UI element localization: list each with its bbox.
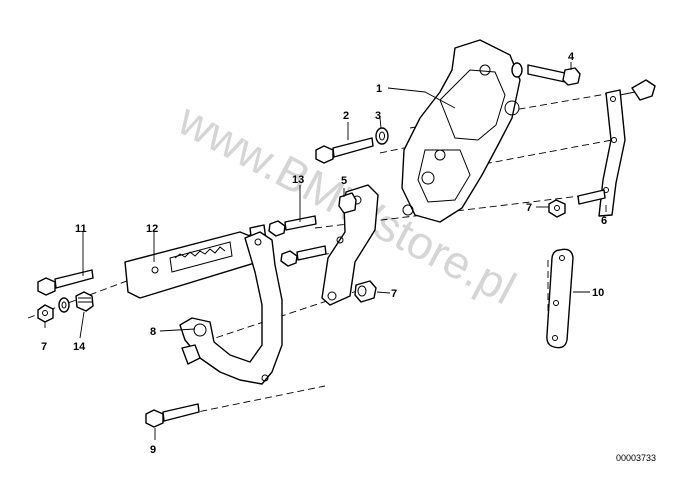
bolt-11-part [37, 269, 94, 296]
adjuster-12-part [124, 224, 267, 299]
bracket-8-part [179, 231, 283, 385]
bolt-and-nut-right-part [548, 189, 606, 218]
callout-1: 1 [376, 83, 382, 95]
bolt-2-part [315, 137, 374, 164]
washer-3-part [375, 127, 389, 145]
callout-2: 2 [343, 110, 349, 122]
nut-washer-14-left-part [37, 291, 94, 323]
reference-code: 00003733 [616, 453, 656, 463]
callout-13: 13 [292, 174, 304, 186]
bolt-9-part [145, 403, 200, 428]
callout-7-left: 7 [41, 341, 47, 353]
callout-5: 5 [341, 175, 347, 187]
strap-10-part [546, 248, 574, 349]
callout-labels: 1 2 3 4 5 6 7 7 7 8 9 10 11 12 13 14 [41, 51, 607, 456]
bolt-4-part [511, 62, 581, 86]
callout-3: 3 [375, 110, 381, 122]
callout-leaders [44, 62, 607, 440]
bolts-13-part [268, 192, 357, 267]
main-bracket-part [401, 39, 521, 223]
bracket-5-part [321, 184, 379, 306]
callout-9: 9 [150, 444, 156, 456]
callout-6: 6 [601, 215, 607, 227]
callout-7-right: 7 [526, 202, 532, 214]
strap-6-part [598, 79, 656, 217]
callout-8: 8 [150, 326, 156, 338]
callout-12: 12 [146, 223, 158, 235]
callout-4: 4 [568, 51, 575, 63]
callout-14: 14 [73, 341, 86, 353]
callout-10: 10 [592, 287, 604, 299]
callout-7-center: 7 [391, 288, 397, 300]
callout-11: 11 [75, 223, 87, 235]
nut-7-center-part [354, 280, 377, 303]
